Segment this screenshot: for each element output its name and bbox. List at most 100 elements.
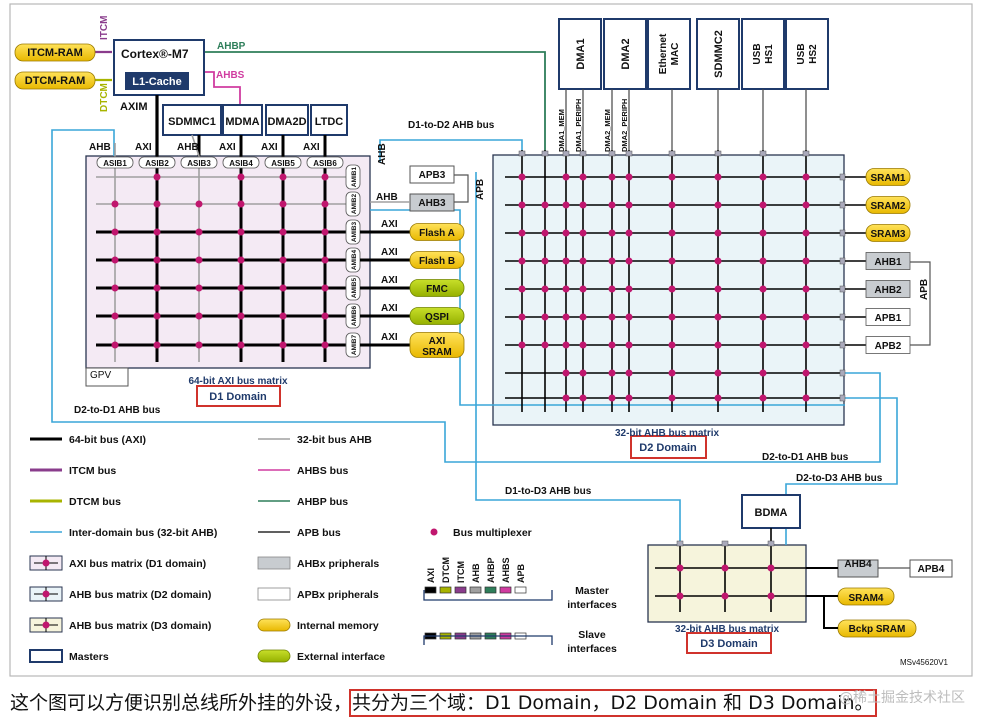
bus-mux-dot — [714, 201, 722, 209]
bus-mux-dot — [759, 285, 767, 293]
bus-mux-dot — [153, 312, 161, 320]
asib-box — [96, 156, 134, 169]
d2-port — [714, 150, 722, 157]
d2-slave-label: APB2 — [875, 341, 902, 352]
bus-mux-dot — [668, 285, 676, 293]
d2-slave-sram1 — [865, 168, 911, 186]
bus-mux-dot — [541, 313, 549, 321]
d2-port — [839, 341, 846, 349]
legend-label: AHBP bus — [297, 496, 348, 508]
legend-iface-master-swatch — [424, 586, 437, 594]
d3-port — [721, 540, 729, 547]
d1-slave-label: Flash B — [419, 256, 455, 267]
d2-slave-label: APB1 — [875, 313, 902, 324]
legend-iface-master-swatch — [454, 586, 467, 594]
d1-domain-label: D1 Domain — [209, 391, 267, 403]
d2-to-d3-label: D2-to-D3 AHB bus — [796, 473, 883, 484]
bus-mux-dot — [608, 394, 616, 402]
d2-grid — [505, 150, 846, 412]
bus-mux-dot — [518, 173, 526, 181]
d1-slave-label: QSPI — [425, 312, 449, 323]
d1-slave-label: Flash A — [419, 228, 455, 239]
caption-highlight: 共分为三个域：D1 Domain，D2 Domain 和 D3 Domain。 — [349, 689, 877, 717]
legend-bus-mux-label: Bus multiplexer — [453, 527, 532, 539]
d2-port — [625, 150, 633, 157]
master-label: Ethernet — [658, 33, 669, 74]
master-label: USB — [752, 43, 763, 64]
bus-mux-dot — [802, 369, 810, 377]
legend-iface-master-swatch — [439, 586, 452, 594]
bus-mux-dot — [111, 200, 119, 208]
d1-slave-bus-label: AXI — [381, 219, 398, 230]
master-label: SDMMC2 — [713, 30, 725, 78]
bus-mux-dot — [562, 201, 570, 209]
master-label: MAC — [670, 43, 681, 66]
asib-bus-label: AXI — [219, 142, 236, 153]
legend-iface-label: AHBP — [486, 557, 496, 583]
master-dma1 — [558, 18, 602, 90]
bus-mux-dot — [668, 173, 676, 181]
asib-bus-label: AXI — [135, 142, 152, 153]
itcm-ram-label: ITCM-RAM — [27, 47, 83, 59]
d2-slave-ahb1 — [865, 252, 911, 270]
bus-mux-dot — [608, 201, 616, 209]
d2-port — [839, 257, 846, 265]
bus-mux-dot — [759, 173, 767, 181]
master-label: SDMMC1 — [168, 116, 216, 128]
dtcm-ram — [14, 71, 96, 90]
bus-mux-dot — [767, 592, 775, 600]
legend-label: ITCM bus — [69, 465, 116, 477]
asib-label: ASIB6 — [313, 159, 337, 168]
ahbp-label: AHBP — [217, 41, 246, 52]
bus-mux-dot — [579, 173, 587, 181]
amib-box — [345, 191, 361, 217]
legend-swatch-apbx — [257, 587, 291, 601]
bus-mux-dot — [279, 256, 287, 264]
d2-slave-ahb2 — [865, 280, 911, 298]
bus-mux-dot — [608, 341, 616, 349]
cpu-label: Cortex®-M7 — [121, 47, 189, 61]
d2-slave-label: SRAM1 — [870, 173, 905, 184]
legend-label: Masters — [69, 651, 109, 663]
master-sdmmc2 — [696, 18, 740, 90]
bus-mux-dot — [625, 229, 633, 237]
legend-label: Inter-domain bus (32-bit AHB) — [69, 527, 217, 539]
asib-bus-label: AHB — [177, 142, 199, 153]
master-label: DMA1 — [575, 38, 587, 69]
asib-label: ASIB1 — [103, 159, 127, 168]
caption-prefix: 这个图可以方便识别总线所外挂的外设， — [10, 692, 353, 714]
bus-mux-dot — [153, 256, 161, 264]
d1-slave-bus-label: AXI — [381, 247, 398, 258]
legend-master-interfaces: Master — [575, 585, 609, 597]
legend-iface-label: APB — [516, 563, 526, 583]
bus-mux-dot — [714, 341, 722, 349]
bus-mux-dot — [562, 394, 570, 402]
bus-mux-dot — [237, 256, 245, 264]
bus-mux-dot — [714, 394, 722, 402]
d1-slave-flash-b — [409, 251, 465, 269]
bus-mux-dot — [562, 341, 570, 349]
master-label: HS1 — [764, 44, 775, 64]
bus-mux-dot — [237, 173, 245, 181]
bus-mux-dot — [195, 200, 203, 208]
bus-mux-dot — [321, 341, 329, 349]
legend-label: 32-bit bus AHB — [297, 434, 372, 446]
bus-mux-dot — [237, 200, 245, 208]
master-ltdc — [310, 104, 348, 136]
legend-label: DTCM bus — [69, 496, 121, 508]
d2-slave-sram3 — [865, 224, 911, 242]
d1-to-d2-label: D1-to-D2 AHB bus — [408, 120, 495, 131]
d3-grid — [655, 528, 806, 612]
d2-to-d1-label-b: D2-to-D1 AHB bus — [762, 452, 849, 463]
sram4-label: SRAM4 — [848, 593, 883, 604]
d2-port — [839, 369, 846, 377]
legend-label: 64-bit bus (AXI) — [69, 434, 146, 446]
bus-mux-dot — [237, 312, 245, 320]
bus-mux-dot — [579, 394, 587, 402]
bus-mux-dot — [625, 257, 633, 265]
master-ethernet-mac — [647, 18, 691, 90]
bus-mux-dot — [608, 229, 616, 237]
legend-label: AHB bus matrix (D3 domain) — [69, 620, 211, 632]
